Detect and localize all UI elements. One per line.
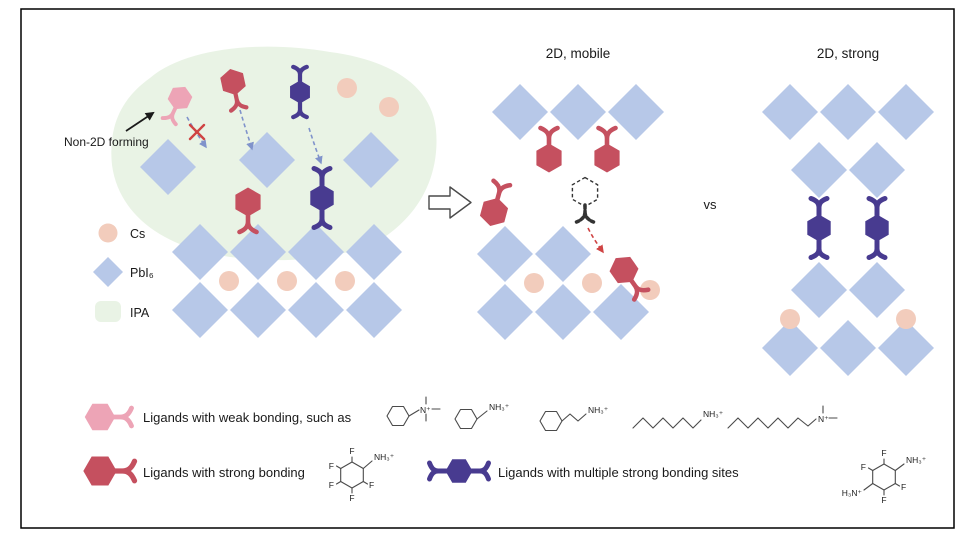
chem-label: NH₃⁺ <box>374 452 395 462</box>
chem-label: NH₃⁺ <box>588 405 609 415</box>
chem-phenethylammonium: NH₃⁺ <box>539 405 609 432</box>
chem-tetrafluoroxylylenediammonium: NH₃⁺ H₃N⁺ F F F F <box>842 448 927 505</box>
non2d-arrow <box>125 111 155 132</box>
chem-f-label: F <box>349 446 354 456</box>
mobile-panel-title: 2D, mobile <box>546 46 611 61</box>
chem-label: NH₃⁺ <box>489 402 510 412</box>
chem-f-label: F <box>881 448 886 458</box>
legend: Cs PbI₆ IPA <box>93 223 154 322</box>
multi-bonding-label: Ligands with multiple strong bonding sit… <box>498 465 739 480</box>
chem-octylammonium: NH₃⁺ <box>632 409 724 429</box>
non2d-label: Non-2D forming <box>64 135 149 149</box>
legend-pbi6-label: PbI₆ <box>130 266 154 280</box>
strong-ligand-path-arrow <box>239 109 254 151</box>
strong-bonding-label: Ligands with strong bonding <box>143 465 305 480</box>
chem-f-label: F <box>881 495 886 505</box>
multi-ligand-path-arrow <box>308 127 323 165</box>
cs-ion <box>896 309 916 329</box>
detach-arrow <box>587 227 604 254</box>
blocked-cross-icon <box>188 123 206 141</box>
detaching-ligand-outline <box>571 176 599 224</box>
chem-benzylammonium: NH₃⁺ <box>454 402 510 430</box>
chem-pentafluorobenzylammonium: NH₃⁺ F F F F F <box>329 446 395 503</box>
chem-alkyl-tma: N⁺ <box>727 405 838 429</box>
weak-bonding-label: Ligands with weak bonding, such as <box>143 410 352 425</box>
legend-pbi6-swatch <box>93 257 123 287</box>
chem-f-label: F <box>901 482 906 492</box>
legend-ipa-swatch <box>95 301 121 322</box>
chem-f-label: F <box>349 493 354 503</box>
chem-label: N⁺ <box>818 414 829 424</box>
chem-label: NH₃⁺ <box>703 409 724 419</box>
strong-panel-title: 2D, strong <box>817 46 879 61</box>
chem-label: NH₃⁺ <box>906 455 927 465</box>
chem-label: N⁺ <box>420 405 431 415</box>
legend-cs-label: Cs <box>130 227 145 241</box>
legend-ipa-label: IPA <box>130 306 150 320</box>
transformation-arrow <box>428 186 472 219</box>
chem-phenyl-tma: N⁺ <box>386 396 441 427</box>
cs-ion <box>582 273 602 293</box>
cs-ion <box>524 273 544 293</box>
chem-f-label: F <box>369 480 374 490</box>
chem-f-label: F <box>329 461 334 471</box>
vs-label: vs <box>704 197 718 212</box>
cs-ion <box>219 271 239 291</box>
cs-ion <box>337 78 357 98</box>
chem-f-label: F <box>861 462 866 472</box>
cs-ion <box>379 97 399 117</box>
legend-cs-swatch <box>98 223 118 243</box>
chem-f-label: F <box>329 480 334 490</box>
cs-ion <box>277 271 297 291</box>
cs-ion <box>335 271 355 291</box>
cs-ion <box>780 309 800 329</box>
chem-label: H₃N⁺ <box>842 488 863 498</box>
mobile-lattice-top <box>492 84 664 140</box>
